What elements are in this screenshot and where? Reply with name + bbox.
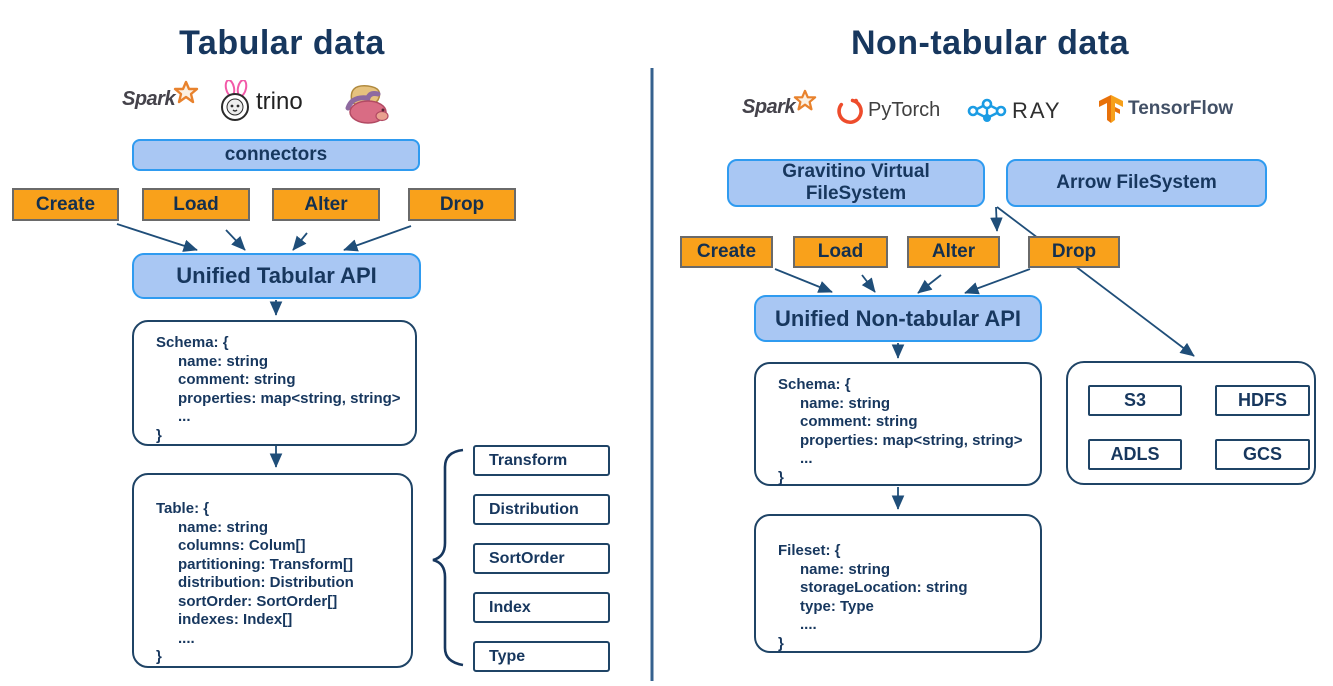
tabular-schema-box: Schema: { name: string comment: string p…: [132, 320, 417, 446]
operation-label: Create: [696, 241, 757, 262]
unified-tabular-api-box: Unified Tabular API: [132, 253, 421, 299]
type-label: Transform: [489, 451, 568, 469]
trino-wordmark: trino: [256, 88, 303, 115]
code-line: Schema: {: [778, 376, 851, 393]
fileset-box: Fileset: { name: string storageLocation:…: [754, 514, 1042, 653]
code-line: storageLocation: string: [800, 579, 968, 596]
type-box-transform: Transform: [473, 445, 610, 476]
storage-label: ADLS: [1110, 444, 1160, 464]
operation-label: Load: [817, 241, 864, 262]
unified-non-tabular-api-label: Unified Non-tabular API: [774, 305, 1022, 331]
pytorch-flame-icon: [837, 98, 863, 124]
table-types-brace: [432, 448, 464, 667]
non-tabular-operation-alter: Alter: [907, 236, 1000, 268]
storage-label: HDFS: [1238, 390, 1287, 410]
non-tabular-operation-load: Load: [793, 236, 888, 268]
spark-star-icon: [793, 89, 817, 111]
type-label: SortOrder: [489, 549, 565, 567]
type-label: Index: [489, 598, 531, 616]
tabular-operation-create: Create: [12, 188, 119, 221]
code-line: Table: {: [156, 500, 210, 517]
spark-logo: Spark: [742, 89, 817, 119]
code-line: indexes: Index[]: [178, 611, 293, 628]
operation-label: Drop: [1051, 241, 1097, 262]
type-label: Distribution: [489, 500, 579, 518]
code-line: sortOrder: SortOrder[]: [178, 592, 338, 610]
pytorch-wordmark: PyTorch: [868, 98, 941, 121]
code-line: Schema: {: [156, 334, 229, 351]
ray-nodes-icon: [967, 98, 1007, 122]
code-line: columns: Colum[]: [178, 537, 306, 554]
arrow-filesystem-box: Arrow FileSystem: [1006, 159, 1267, 207]
connectors-box: connectors: [132, 139, 420, 171]
operation-label: Load: [173, 193, 219, 215]
non-tabular-operation-create: Create: [680, 236, 773, 268]
code-line: ....: [800, 616, 817, 633]
tabular-operation-drop: Drop: [408, 188, 516, 221]
trino-bunny-icon: [221, 80, 249, 121]
tensorflow-t-icon: [1099, 95, 1123, 123]
tabular-title: Tabular data: [179, 24, 385, 62]
trino-logo: trino: [218, 80, 303, 124]
code-line: partitioning: Transform[]: [178, 555, 353, 573]
gravitino-virtual-filesystem-box: Gravitino Virtual FileSystem: [727, 159, 985, 207]
storage-box-adls: ADLS: [1088, 439, 1182, 470]
code-line: name: string: [800, 394, 891, 412]
tensorflow-wordmark: TensorFlow: [1128, 98, 1234, 119]
ray-logo: RAY: [966, 96, 1062, 126]
tabular-operation-load: Load: [142, 188, 250, 221]
arrow-filesystem-label: Arrow FileSystem: [1056, 172, 1217, 193]
spark-wordmark: Spark: [122, 88, 176, 110]
gravitino-virtual-filesystem-label: Gravitino Virtual FileSystem: [782, 161, 930, 204]
operation-label: Alter: [304, 193, 348, 215]
ray-wordmark: RAY: [1012, 98, 1062, 123]
spark-wordmark: Spark: [742, 96, 796, 118]
code-line: distribution: Distribution: [178, 574, 354, 591]
flink-squirrel-icon: [345, 85, 389, 124]
flink-logo: [338, 82, 394, 124]
code-line: properties: map<string, string>: [800, 431, 1023, 449]
tensorflow-logo: TensorFlow: [1098, 94, 1233, 124]
type-label: Type: [489, 647, 526, 665]
unified-non-tabular-api-box: Unified Non-tabular API: [754, 295, 1042, 342]
storage-group-box: S3 HDFS ADLS GCS: [1066, 361, 1316, 485]
operation-label: Create: [35, 193, 96, 215]
storage-box-hdfs: HDFS: [1215, 385, 1310, 416]
code-line: ...: [800, 450, 813, 467]
storage-box-s3: S3: [1088, 385, 1182, 416]
type-box-distribution: Distribution: [473, 494, 610, 525]
code-line: name: string: [178, 352, 269, 370]
spark-star-icon: [173, 80, 199, 103]
type-box-sortorder: SortOrder: [473, 543, 610, 574]
code-line: }: [778, 468, 784, 486]
code-line: properties: map<string, string>: [178, 389, 401, 407]
storage-box-gcs: GCS: [1215, 439, 1310, 470]
code-line: ....: [178, 629, 195, 647]
code-line: }: [156, 426, 162, 444]
code-line: comment: string: [178, 371, 296, 388]
spark-logo: Spark: [122, 80, 199, 111]
operation-label: Alter: [931, 241, 976, 262]
non-tabular-operation-drop: Drop: [1028, 236, 1120, 268]
operation-label: Drop: [439, 193, 485, 215]
pytorch-logo: PyTorch: [836, 94, 940, 126]
code-line: }: [156, 648, 162, 665]
tabular-operation-alter: Alter: [272, 188, 380, 221]
connectors-label: connectors: [224, 144, 328, 165]
code-line: name: string: [800, 560, 891, 578]
code-line: Fileset: {: [778, 542, 841, 559]
type-box-index: Index: [473, 592, 610, 623]
code-line: comment: string: [800, 413, 918, 430]
code-line: type: Type: [800, 597, 874, 615]
non-tabular-title: Non-tabular data: [850, 24, 1130, 62]
code-line: }: [778, 634, 784, 652]
tabular-table-box: Table: { name: string columns: Colum[] p…: [132, 473, 413, 668]
unified-tabular-api-label: Unified Tabular API: [176, 263, 377, 288]
non-tabular-schema-box: Schema: { name: string comment: string p…: [754, 362, 1042, 486]
storage-label: GCS: [1242, 444, 1282, 464]
code-line: name: string: [178, 518, 269, 536]
storage-label: S3: [1123, 390, 1147, 410]
type-box-type: Type: [473, 641, 610, 672]
code-line: ...: [178, 408, 191, 425]
